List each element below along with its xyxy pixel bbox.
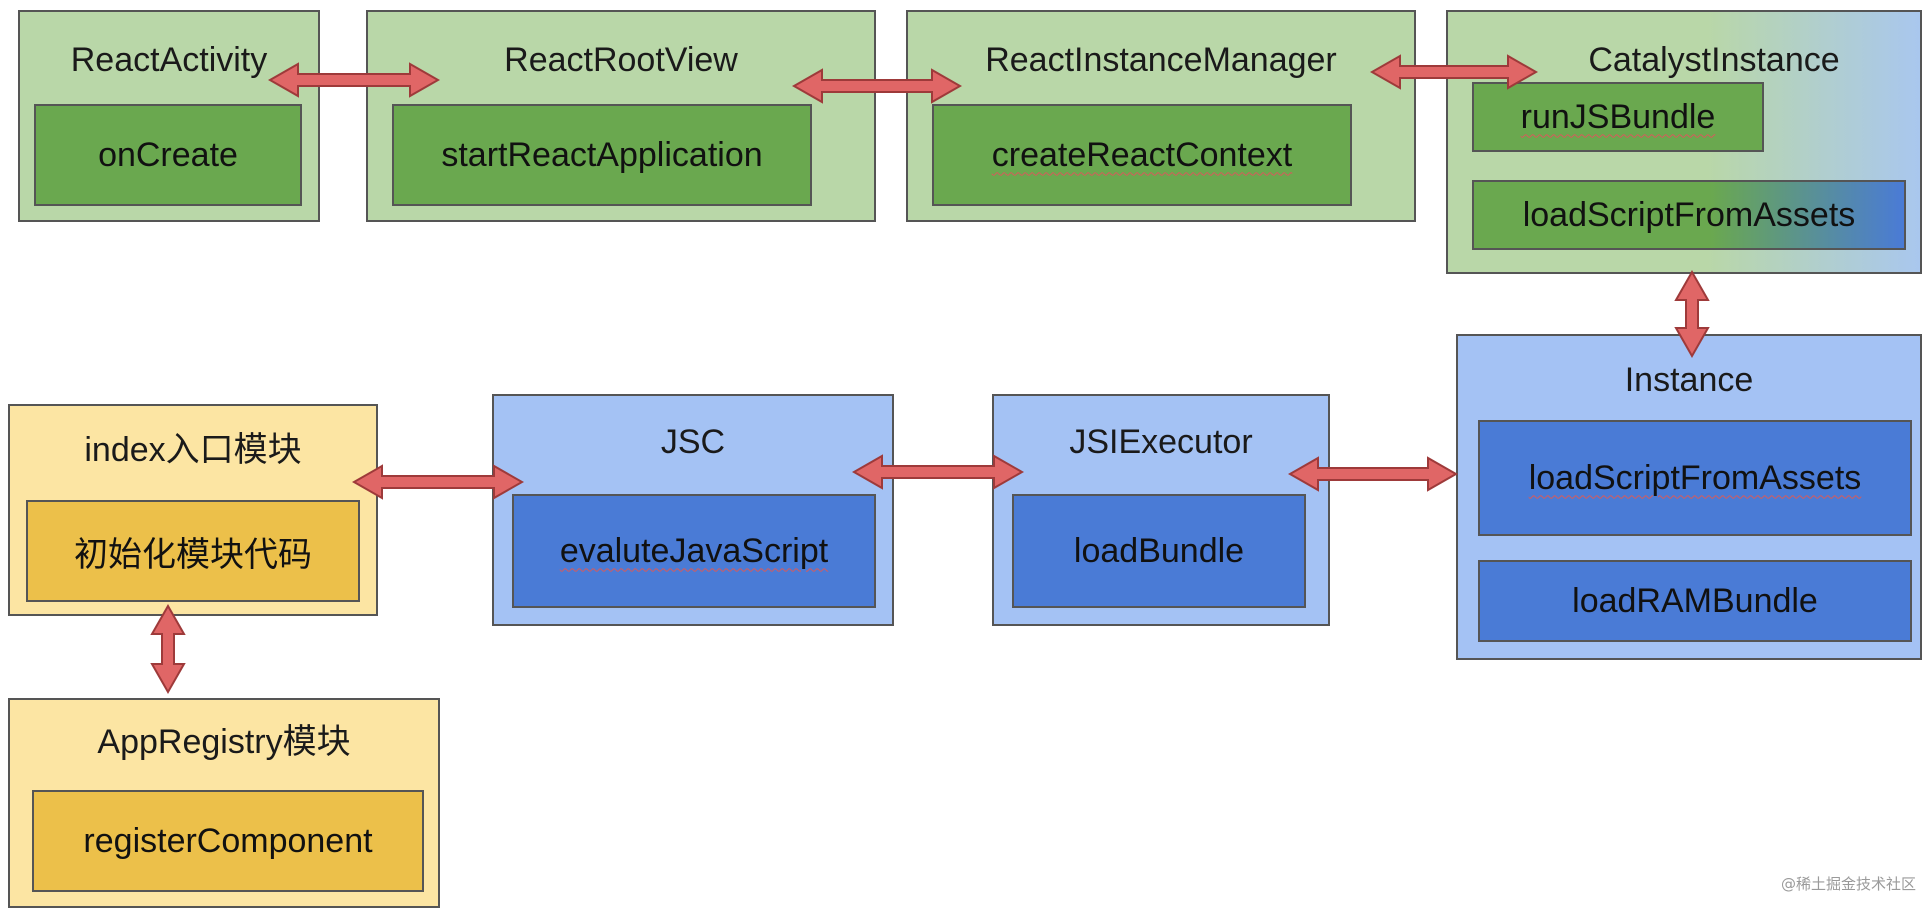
jsi-executor-title: JSIExecutor: [1069, 423, 1253, 461]
catalyst-instance-box: CatalystInstance runJSBundle loadScriptF…: [1446, 10, 1922, 274]
react-root-view-title: ReactRootView: [504, 41, 738, 79]
jsc-title: JSC: [660, 423, 726, 461]
arrow-instance-jsiexecutor: [1287, 456, 1459, 492]
jsi-executor-box: JSIExecutor loadBundle: [992, 394, 1330, 626]
react-root-view-box: ReactRootView startReactApplication: [366, 10, 876, 222]
arrow-activity-rootview: [267, 62, 441, 98]
index-module-title: index入口模块: [84, 431, 302, 469]
start-react-application-label: startReactApplication: [441, 135, 763, 174]
on-create-label: onCreate: [98, 135, 238, 174]
start-react-application-box: startReactApplication: [392, 104, 812, 206]
create-react-context-label: createReactContext: [934, 106, 1350, 204]
init-module-code-box: 初始化模块代码: [26, 500, 360, 602]
arrow-jsc-index: [351, 464, 525, 500]
react-instance-manager-box: ReactInstanceManager createReactContext: [906, 10, 1416, 222]
create-react-context-box: createReactContext: [932, 104, 1352, 206]
catalyst-instance-title: CatalystInstance: [1588, 41, 1840, 79]
register-component-label: registerComponent: [83, 821, 373, 860]
run-js-bundle-box: runJSBundle: [1472, 82, 1764, 152]
create-react-context-text: createReactContext: [991, 135, 1293, 174]
arrow-index-appregistry: [150, 603, 186, 695]
init-module-code-label: 初始化模块代码: [74, 535, 312, 574]
on-create-box: onCreate: [34, 104, 302, 206]
index-module-box: index入口模块 初始化模块代码: [8, 404, 378, 616]
jsc-box: JSC evaluteJavaScript: [492, 394, 894, 626]
arrow-jsiexecutor-jsc: [851, 454, 1025, 490]
catalyst-load-script-from-assets-box: loadScriptFromAssets: [1472, 180, 1906, 250]
watermark-text: @稀土掘金技术社区: [1780, 875, 1916, 893]
evalute-javascript-box: evaluteJavaScript: [512, 494, 876, 608]
react-activity-box: ReactActivity onCreate: [18, 10, 320, 222]
react-activity-title: ReactActivity: [70, 41, 268, 79]
evalute-javascript-label: evaluteJavaScript: [514, 496, 874, 606]
catalyst-load-script-from-assets-label: loadScriptFromAssets: [1522, 195, 1856, 234]
arrow-manager-catalyst: [1369, 54, 1539, 90]
evalute-javascript-text: evaluteJavaScript: [559, 531, 829, 570]
instance-box: Instance loadScriptFromAssets loadRAMBun…: [1456, 334, 1922, 660]
instance-load-script-from-assets-label: loadScriptFromAssets: [1480, 422, 1910, 534]
arrow-rootview-manager: [791, 68, 963, 104]
instance-title: Instance: [1624, 361, 1754, 399]
arrow-catalyst-instance: [1674, 269, 1710, 359]
load-ram-bundle-label: loadRAMBundle: [1572, 581, 1818, 620]
load-bundle-label: loadBundle: [1073, 531, 1245, 570]
react-instance-manager-title: ReactInstanceManager: [985, 41, 1337, 79]
instance-load-script-from-assets-box: loadScriptFromAssets: [1478, 420, 1912, 536]
run-js-bundle-text: runJSBundle: [1520, 97, 1716, 136]
instance-load-script-from-assets-text: loadScriptFromAssets: [1528, 458, 1862, 497]
app-registry-box: AppRegistry模块 registerComponent: [8, 698, 440, 908]
app-registry-title: AppRegistry模块: [97, 723, 351, 761]
run-js-bundle-label: runJSBundle: [1474, 84, 1762, 150]
load-bundle-box: loadBundle: [1012, 494, 1306, 608]
register-component-box: registerComponent: [32, 790, 424, 892]
load-ram-bundle-box: loadRAMBundle: [1478, 560, 1912, 642]
